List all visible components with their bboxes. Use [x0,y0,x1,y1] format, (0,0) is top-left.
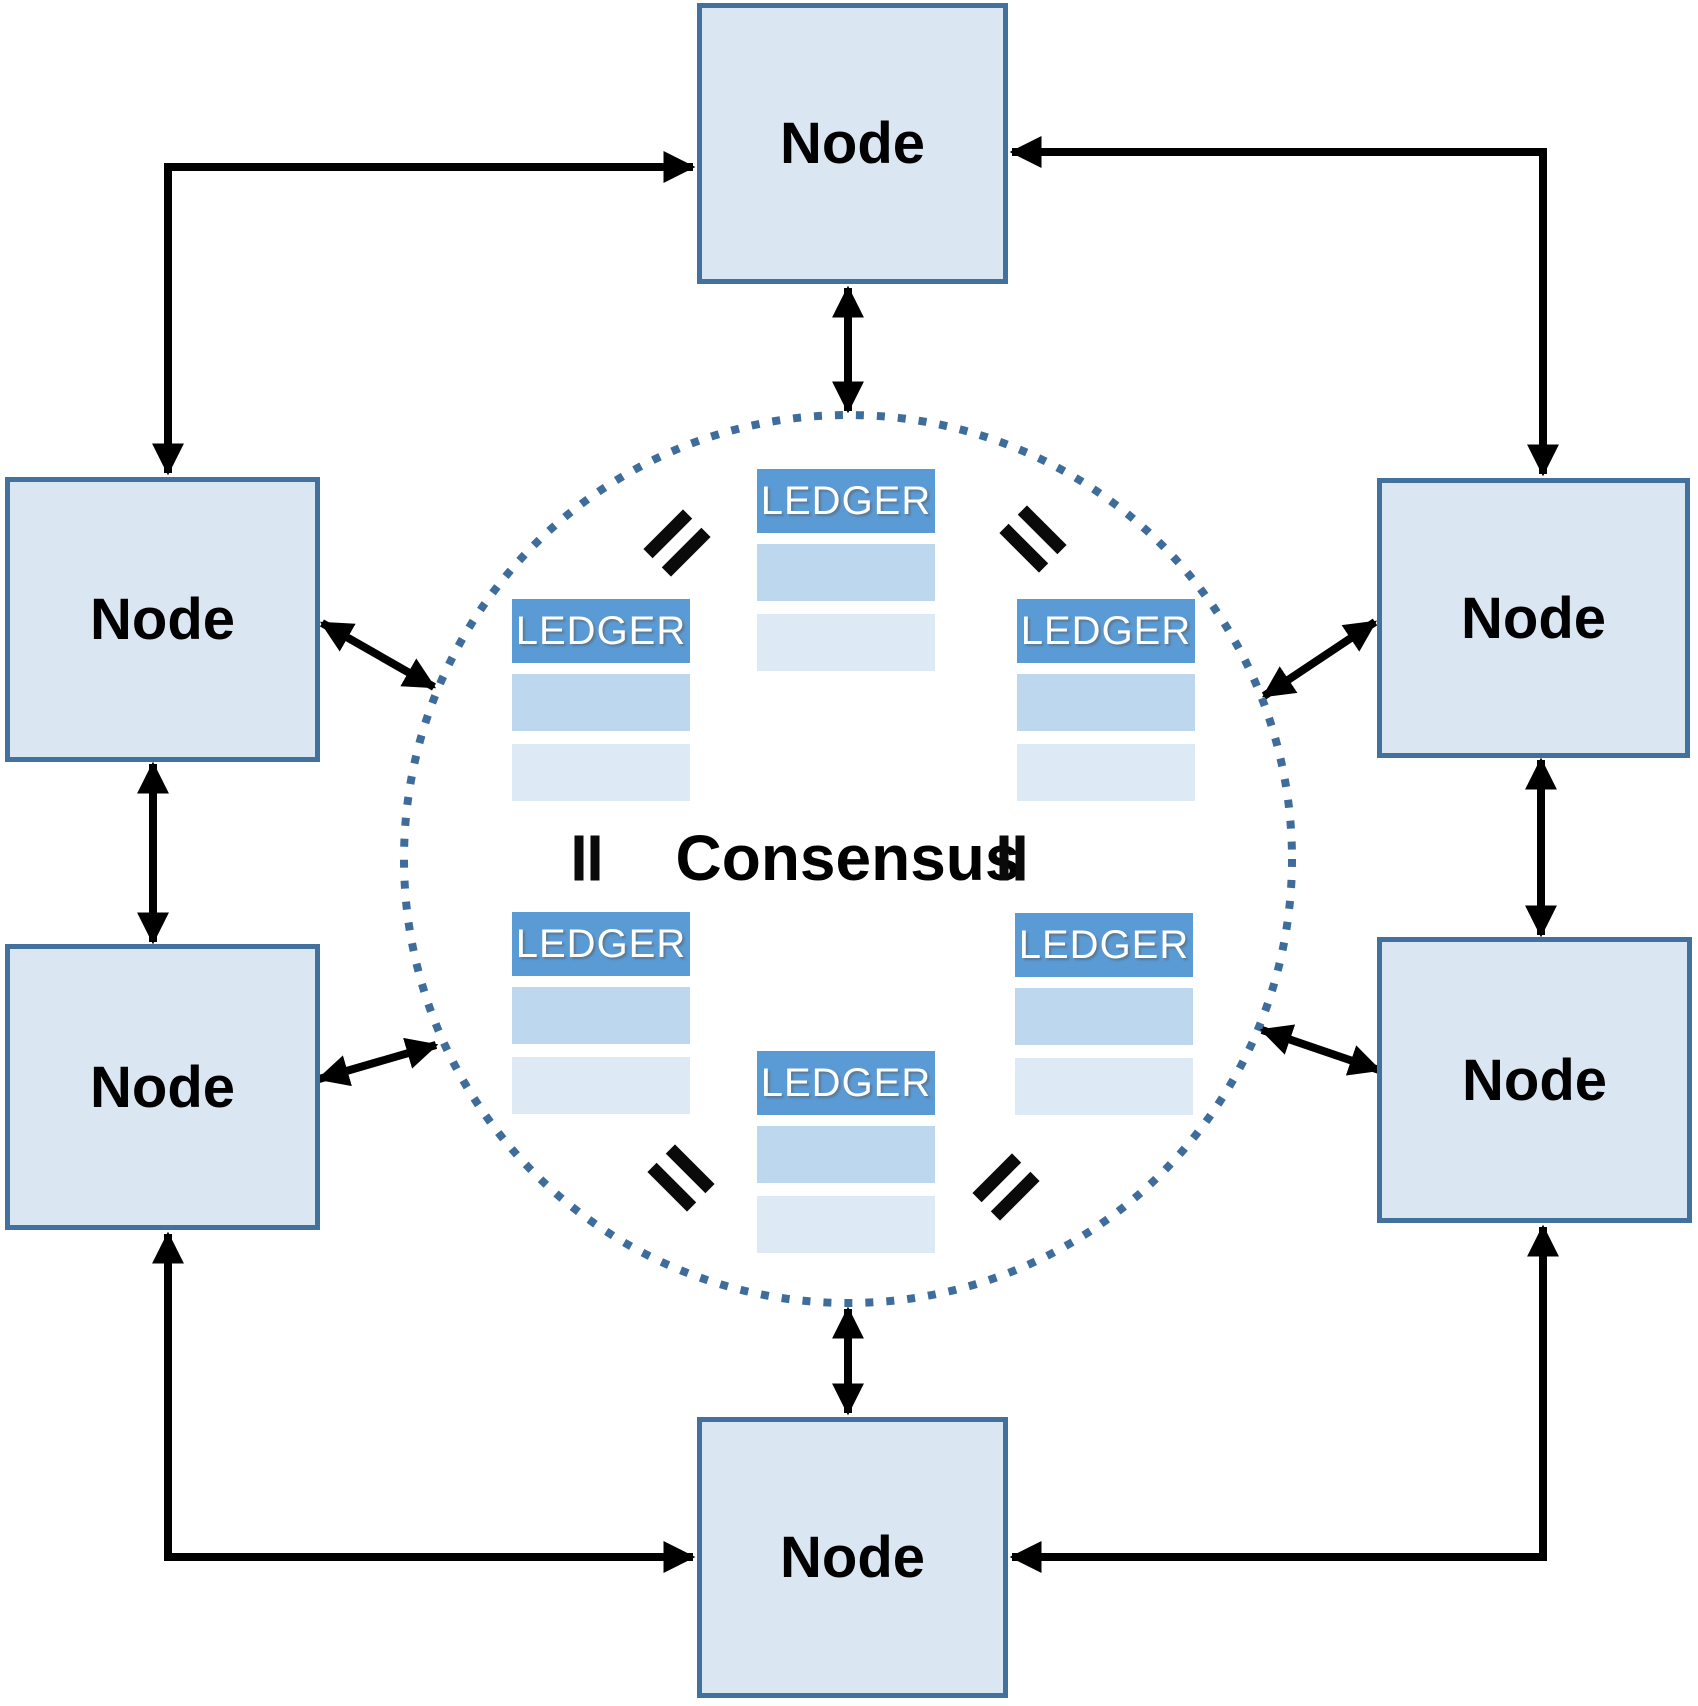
arrow-elbow-bottom-right [1009,1224,1559,1573]
arrow-right-lower-consensus [1259,1024,1382,1076]
node-label: Node [90,587,235,652]
ledger-upper-left: LEDGER [512,599,690,801]
arrow-left-lower-consensus [316,1037,439,1087]
ledger-header: LEDGER [512,912,690,976]
ledger-row [1017,744,1195,801]
arrow-right-upper-consensus [1261,618,1378,700]
ledger-row [757,544,935,601]
arrow-left-upper-consensus [319,619,437,691]
ledger-bottom: LEDGER [757,1051,935,1253]
node-left-upper: Node [5,477,320,762]
ledger-row [1015,1058,1193,1115]
ledger-header: LEDGER [512,599,690,663]
node-left-lower: Node [5,944,320,1230]
ledger-row [757,614,935,671]
equals-bar [999,835,1009,881]
node-label: Node [90,1054,235,1120]
ledger-row [757,1196,935,1253]
ledger-header: LEDGER [1015,913,1193,977]
ledger-row [512,744,690,801]
ledger-header: LEDGER [757,469,935,533]
arrow-elbow-top-left [152,151,696,476]
ledger-header: LEDGER [757,1051,935,1115]
node-right-upper: Node [1377,478,1690,758]
node-bottom: Node [697,1417,1008,1698]
node-label: Node [1461,585,1606,651]
ledger-row [1015,988,1193,1045]
arrow-elbow-bottom-left [152,1231,696,1573]
ledger-row [757,1126,935,1183]
ledger-row [512,674,690,731]
ledger-top: LEDGER [757,469,935,671]
node-label: Node [780,111,925,176]
equals-sign [999,835,1025,881]
ledger-row [1017,674,1195,731]
ledger-upper-right: LEDGER [1017,599,1195,801]
equals-bar [574,835,584,881]
ledger-lower-right: LEDGER [1015,913,1193,1115]
equals-bar [1015,835,1025,881]
ledger-lower-left: LEDGER [512,912,690,1114]
consensus-label: Consensus [675,822,1021,894]
equals-bar [590,835,600,881]
ledger-row [512,1057,690,1114]
equals-sign [574,835,600,881]
node-label: Node [1462,1047,1607,1113]
ledger-header: LEDGER [1017,599,1195,663]
node-label: Node [780,1525,925,1590]
arrow-elbow-top-right [1009,136,1559,477]
consensus-dotted-circle [400,411,1296,1307]
ledger-row [512,987,690,1044]
node-right-lower: Node [1377,937,1692,1223]
node-top: Node [697,3,1008,284]
